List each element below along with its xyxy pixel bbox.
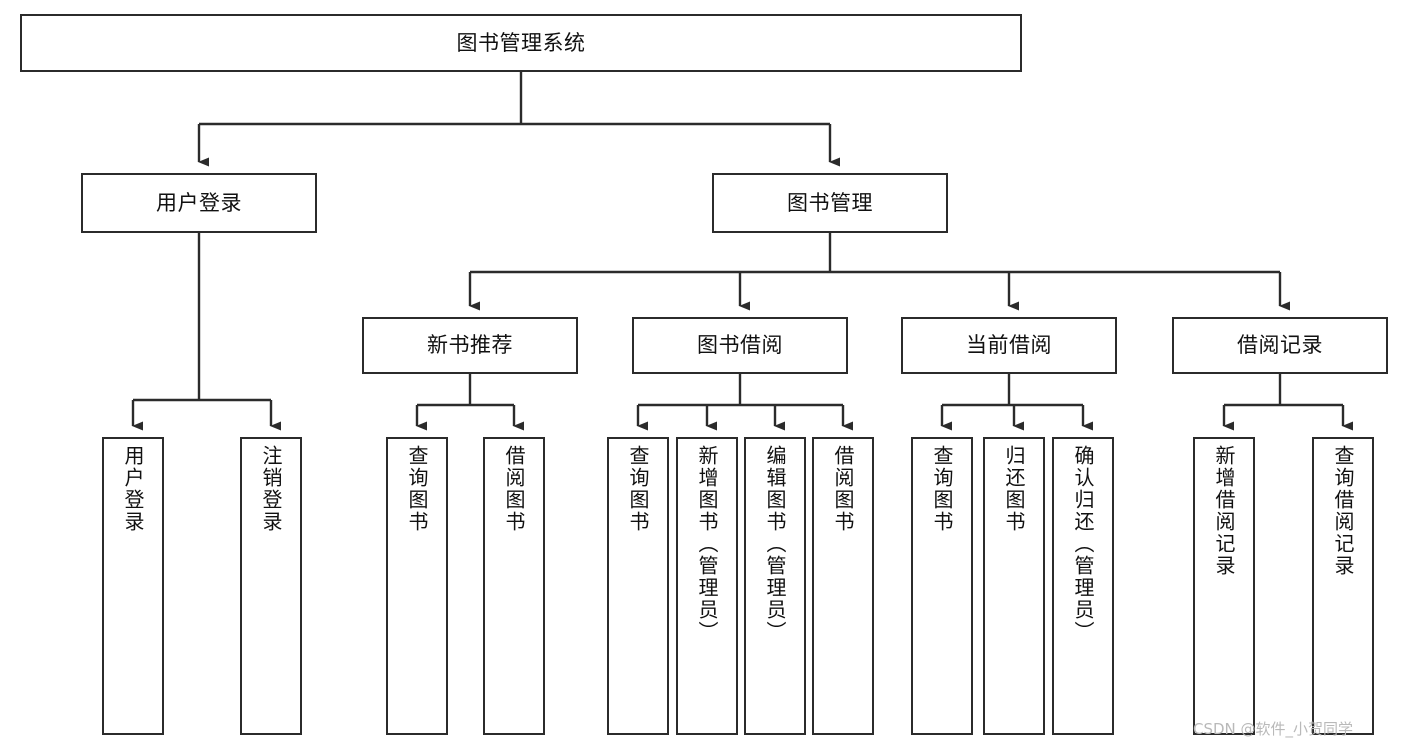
node-label: 新增图书（管理员） bbox=[695, 445, 719, 643]
node-label: 借阅图书 bbox=[831, 445, 855, 533]
node-leaf-add-book[interactable]: 新增图书（管理员） bbox=[676, 437, 738, 735]
node-label: 借阅记录 bbox=[1237, 333, 1323, 358]
node-book-borrow[interactable]: 图书借阅 bbox=[632, 317, 848, 374]
node-leaf-query-book-3[interactable]: 查询图书 bbox=[911, 437, 973, 735]
node-label: 归还图书 bbox=[1002, 445, 1026, 533]
node-label: 新增借阅记录 bbox=[1212, 445, 1236, 577]
node-leaf-edit-book[interactable]: 编辑图书（管理员） bbox=[744, 437, 806, 735]
node-label: 确认归还（管理员） bbox=[1071, 445, 1095, 643]
node-leaf-query-book-1[interactable]: 查询图书 bbox=[386, 437, 448, 735]
node-current-borrow[interactable]: 当前借阅 bbox=[901, 317, 1117, 374]
node-new-book-recommend[interactable]: 新书推荐 bbox=[362, 317, 578, 374]
node-label: 查询图书 bbox=[930, 445, 954, 533]
node-leaf-add-record[interactable]: 新增借阅记录 bbox=[1193, 437, 1255, 735]
node-leaf-query-book-2[interactable]: 查询图书 bbox=[607, 437, 669, 735]
node-user-login[interactable]: 用户登录 bbox=[81, 173, 317, 233]
node-leaf-return-book[interactable]: 归还图书 bbox=[983, 437, 1045, 735]
node-borrow-record[interactable]: 借阅记录 bbox=[1172, 317, 1388, 374]
node-label: 注销登录 bbox=[259, 445, 283, 533]
node-label: 用户登录 bbox=[156, 190, 242, 215]
node-label: 图书借阅 bbox=[697, 333, 783, 358]
node-label: 编辑图书（管理员） bbox=[763, 445, 787, 643]
node-leaf-confirm-return[interactable]: 确认归还（管理员） bbox=[1052, 437, 1114, 735]
node-label: 查询借阅记录 bbox=[1331, 445, 1355, 577]
node-root-title[interactable]: 图书管理系统 bbox=[20, 14, 1022, 72]
node-leaf-user-logout[interactable]: 注销登录 bbox=[240, 437, 302, 735]
node-label: 借阅图书 bbox=[502, 445, 526, 533]
node-book-manage[interactable]: 图书管理 bbox=[712, 173, 948, 233]
node-label: 新书推荐 bbox=[427, 333, 513, 358]
node-label: 图书管理 bbox=[787, 190, 873, 215]
node-leaf-borrow-book-2[interactable]: 借阅图书 bbox=[812, 437, 874, 735]
node-leaf-borrow-book-1[interactable]: 借阅图书 bbox=[483, 437, 545, 735]
node-label: 用户登录 bbox=[121, 445, 145, 533]
node-label: 当前借阅 bbox=[966, 333, 1052, 358]
node-label: 查询图书 bbox=[626, 445, 650, 533]
node-label: 查询图书 bbox=[405, 445, 429, 533]
csdn-watermark: CSDN @软件_小贺同学 bbox=[1193, 720, 1354, 738]
node-leaf-query-record[interactable]: 查询借阅记录 bbox=[1312, 437, 1374, 735]
node-label: 图书管理系统 bbox=[456, 30, 586, 55]
node-leaf-user-login[interactable]: 用户登录 bbox=[102, 437, 164, 735]
